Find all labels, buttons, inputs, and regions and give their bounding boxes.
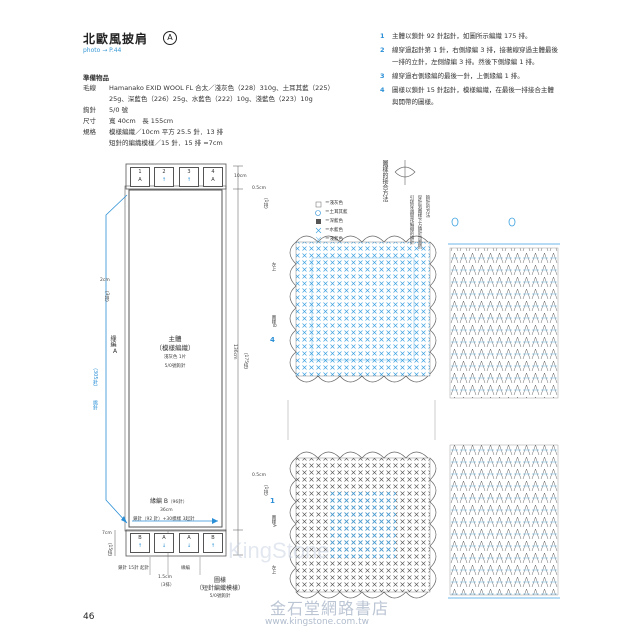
legend-item: ＝淺灰色 <box>325 201 343 206</box>
dim-bottom-rows2: （3排） <box>158 583 175 588</box>
dim-top-edge: 0.5cm <box>252 186 267 191</box>
legend-item: ＝土耳其藍 <box>325 210 348 215</box>
watermark-chinese: 金石堂網路書店 <box>270 599 390 618</box>
page-number: 46 <box>83 612 95 622</box>
materials-row: 尺寸寬 40cm 長 155cm <box>83 117 174 125</box>
legend-item: ＝淺藍色 <box>325 237 343 242</box>
motif-square: A↓ <box>179 533 199 553</box>
dim-body-rows: （175排） <box>243 350 248 373</box>
join-note-2: 穿針到圖樣下方鎖針背面的 <box>417 195 422 249</box>
dim-body-length: 136cm <box>232 344 237 360</box>
start-chain: 鎖針（92 針）+30模樣 3起針 <box>133 517 195 522</box>
left-up-b: 左上 <box>271 262 276 271</box>
left-up-a: 左上 <box>271 565 276 574</box>
join-title: 圖樣的接合方法 <box>381 160 388 202</box>
dim-top-rows: （1排） <box>263 195 268 212</box>
edge-a-label: 緣編 A <box>109 335 118 355</box>
body-label: 主體 （模樣編織） 淺灰色 1片 5/0號鉤針 <box>155 335 195 369</box>
bottom-start-chain: 鎖針 15針 起針 <box>118 566 150 571</box>
dim-motif: 7cm <box>102 531 112 536</box>
pattern-badge: A <box>163 31 177 45</box>
motif-square: 2↑ <box>154 167 174 187</box>
materials-row: 規格模樣編織／10cm 平方 25.5 針．13 排 <box>83 128 224 136</box>
motif-square: B↑ <box>203 533 223 553</box>
dim-edge: 2cm <box>100 278 110 283</box>
materials-heading: 準備物品 <box>83 74 109 82</box>
edge-label: 緣編 <box>181 566 190 571</box>
dim-motif-rows: （15排） <box>107 540 112 560</box>
motif-square: B↑ <box>130 533 150 553</box>
dim-bottom-rows: （1排） <box>263 482 268 499</box>
body-width: 36cm <box>160 508 173 513</box>
edge-a-stitches: （305針） <box>92 365 98 390</box>
motif-b-label: 圖樣B <box>271 315 276 328</box>
dim-bottom: 1.5cm <box>158 575 173 580</box>
step-4-marker: 4 <box>270 336 275 344</box>
watermark-url: www.kingstone.com.tw <box>265 617 370 627</box>
join-note: 引拔穿過開花編織的鎖針 <box>409 195 414 245</box>
motif-label: 圖樣 （短針編織模樣） 5/0號鉤針 <box>196 577 245 599</box>
dim-top: 10cm <box>234 174 247 179</box>
chart-legend: ＝淺灰色 ＝土耳其藍 ＝深藍色 ＝水藍色 ＝淺藍色 <box>325 199 348 244</box>
materials-row: 短針的編織模樣／15 針．15 排 =7cm <box>109 139 223 147</box>
dim-edge-rows: （3排） <box>104 288 109 305</box>
edge-b-label: 緣編 B（96針） <box>150 498 188 505</box>
materials-row: 25g、深藍色（226）25g、水藍色（222）10g、淺藍色（223）10g <box>109 95 313 103</box>
step-1-marker: 1 <box>270 497 275 505</box>
motif-square: 3↑ <box>179 167 199 187</box>
legend-item: ＝深藍色 <box>325 219 343 224</box>
page-title: 北歐風披肩 <box>83 32 149 46</box>
motif-square: A↓ <box>154 533 174 553</box>
dim-bottom-edge: 0.5cm <box>252 473 267 478</box>
watermark-latin: KingStone <box>228 538 330 563</box>
photo-ref: photo → P.44 <box>83 47 122 54</box>
motif-a-label: 圖樣A <box>271 515 276 528</box>
edge-a-pick: 挑針 <box>92 400 98 410</box>
join-note-3: 鉤針的方法 <box>425 195 430 218</box>
legend-item: ＝水藍色 <box>325 228 343 233</box>
